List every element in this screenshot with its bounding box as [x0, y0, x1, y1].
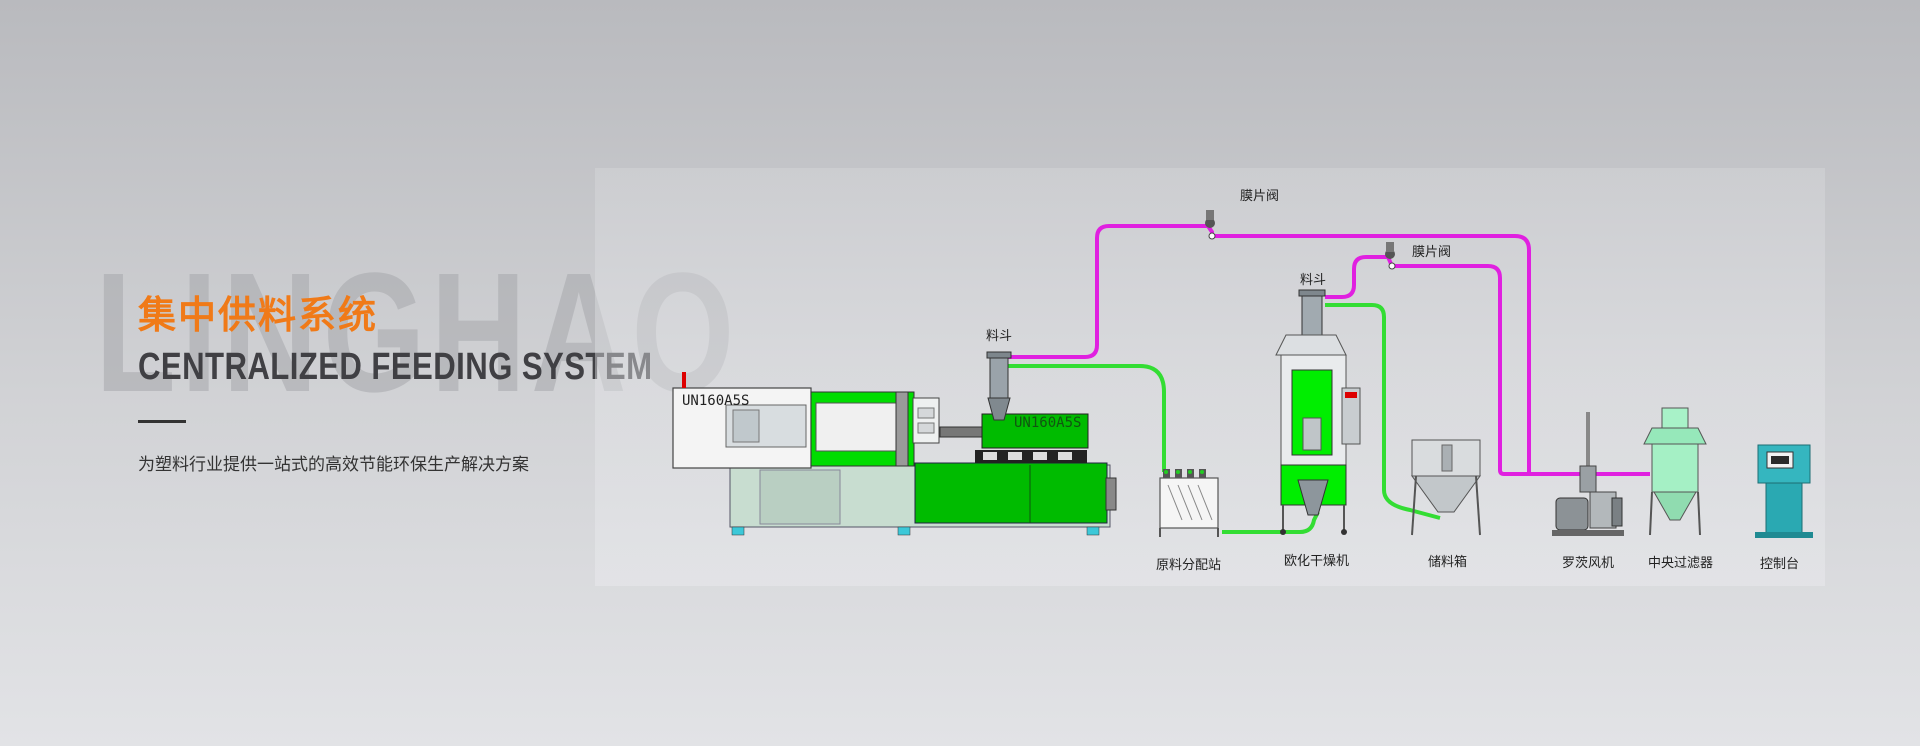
label-hopper-2: 料斗	[1300, 273, 1326, 288]
material-distribution-station	[1159, 469, 1219, 537]
material-line-station-dryer	[1222, 511, 1320, 534]
label-roots-blower: 罗茨风机	[1562, 556, 1614, 571]
label-hopper-1: 料斗	[986, 329, 1012, 344]
page-subtitle: CENTRALIZED FEEDING SYSTEM	[138, 346, 653, 388]
storage-bin	[1411, 439, 1481, 536]
material-lines	[1005, 303, 1441, 534]
label-distribution-station: 原料分配站	[1156, 558, 1221, 573]
central-filter	[1643, 407, 1707, 536]
label-central-filter: 中央过滤器	[1648, 556, 1713, 571]
machine-hopper	[986, 351, 1012, 421]
page-description: 为塑料行业提供一站式的高效节能环保生产解决方案	[138, 455, 529, 475]
label-storage-bin: 储料箱	[1428, 554, 1467, 570]
control-panel	[1755, 444, 1813, 538]
injection-molding-machine: UN160A5S UN160A5S	[672, 372, 1117, 536]
label-valve-2: 膜片阀	[1412, 245, 1451, 260]
vacuum-line-dryer	[1325, 255, 1529, 476]
diaphragm-valve-2	[1385, 242, 1396, 270]
label-control-panel: 控制台	[1760, 557, 1799, 572]
material-line-dryer-bin	[1325, 303, 1441, 520]
label-valve-1: 膜片阀	[1240, 189, 1279, 204]
title-divider	[138, 420, 186, 423]
material-line-machine-hopper	[1005, 364, 1166, 472]
euro-dryer	[1275, 289, 1361, 535]
machine-model-label-2: UN160A5S	[1014, 415, 1081, 431]
diaphragm-valve-1	[1205, 210, 1216, 240]
vacuum-line-main	[1005, 224, 1531, 474]
machine-model-label-1: UN160A5S	[682, 393, 749, 409]
roots-blower	[1552, 412, 1624, 536]
page-title: 集中供料系统	[138, 293, 379, 337]
label-euro-dryer: 欧化干燥机	[1284, 554, 1349, 569]
